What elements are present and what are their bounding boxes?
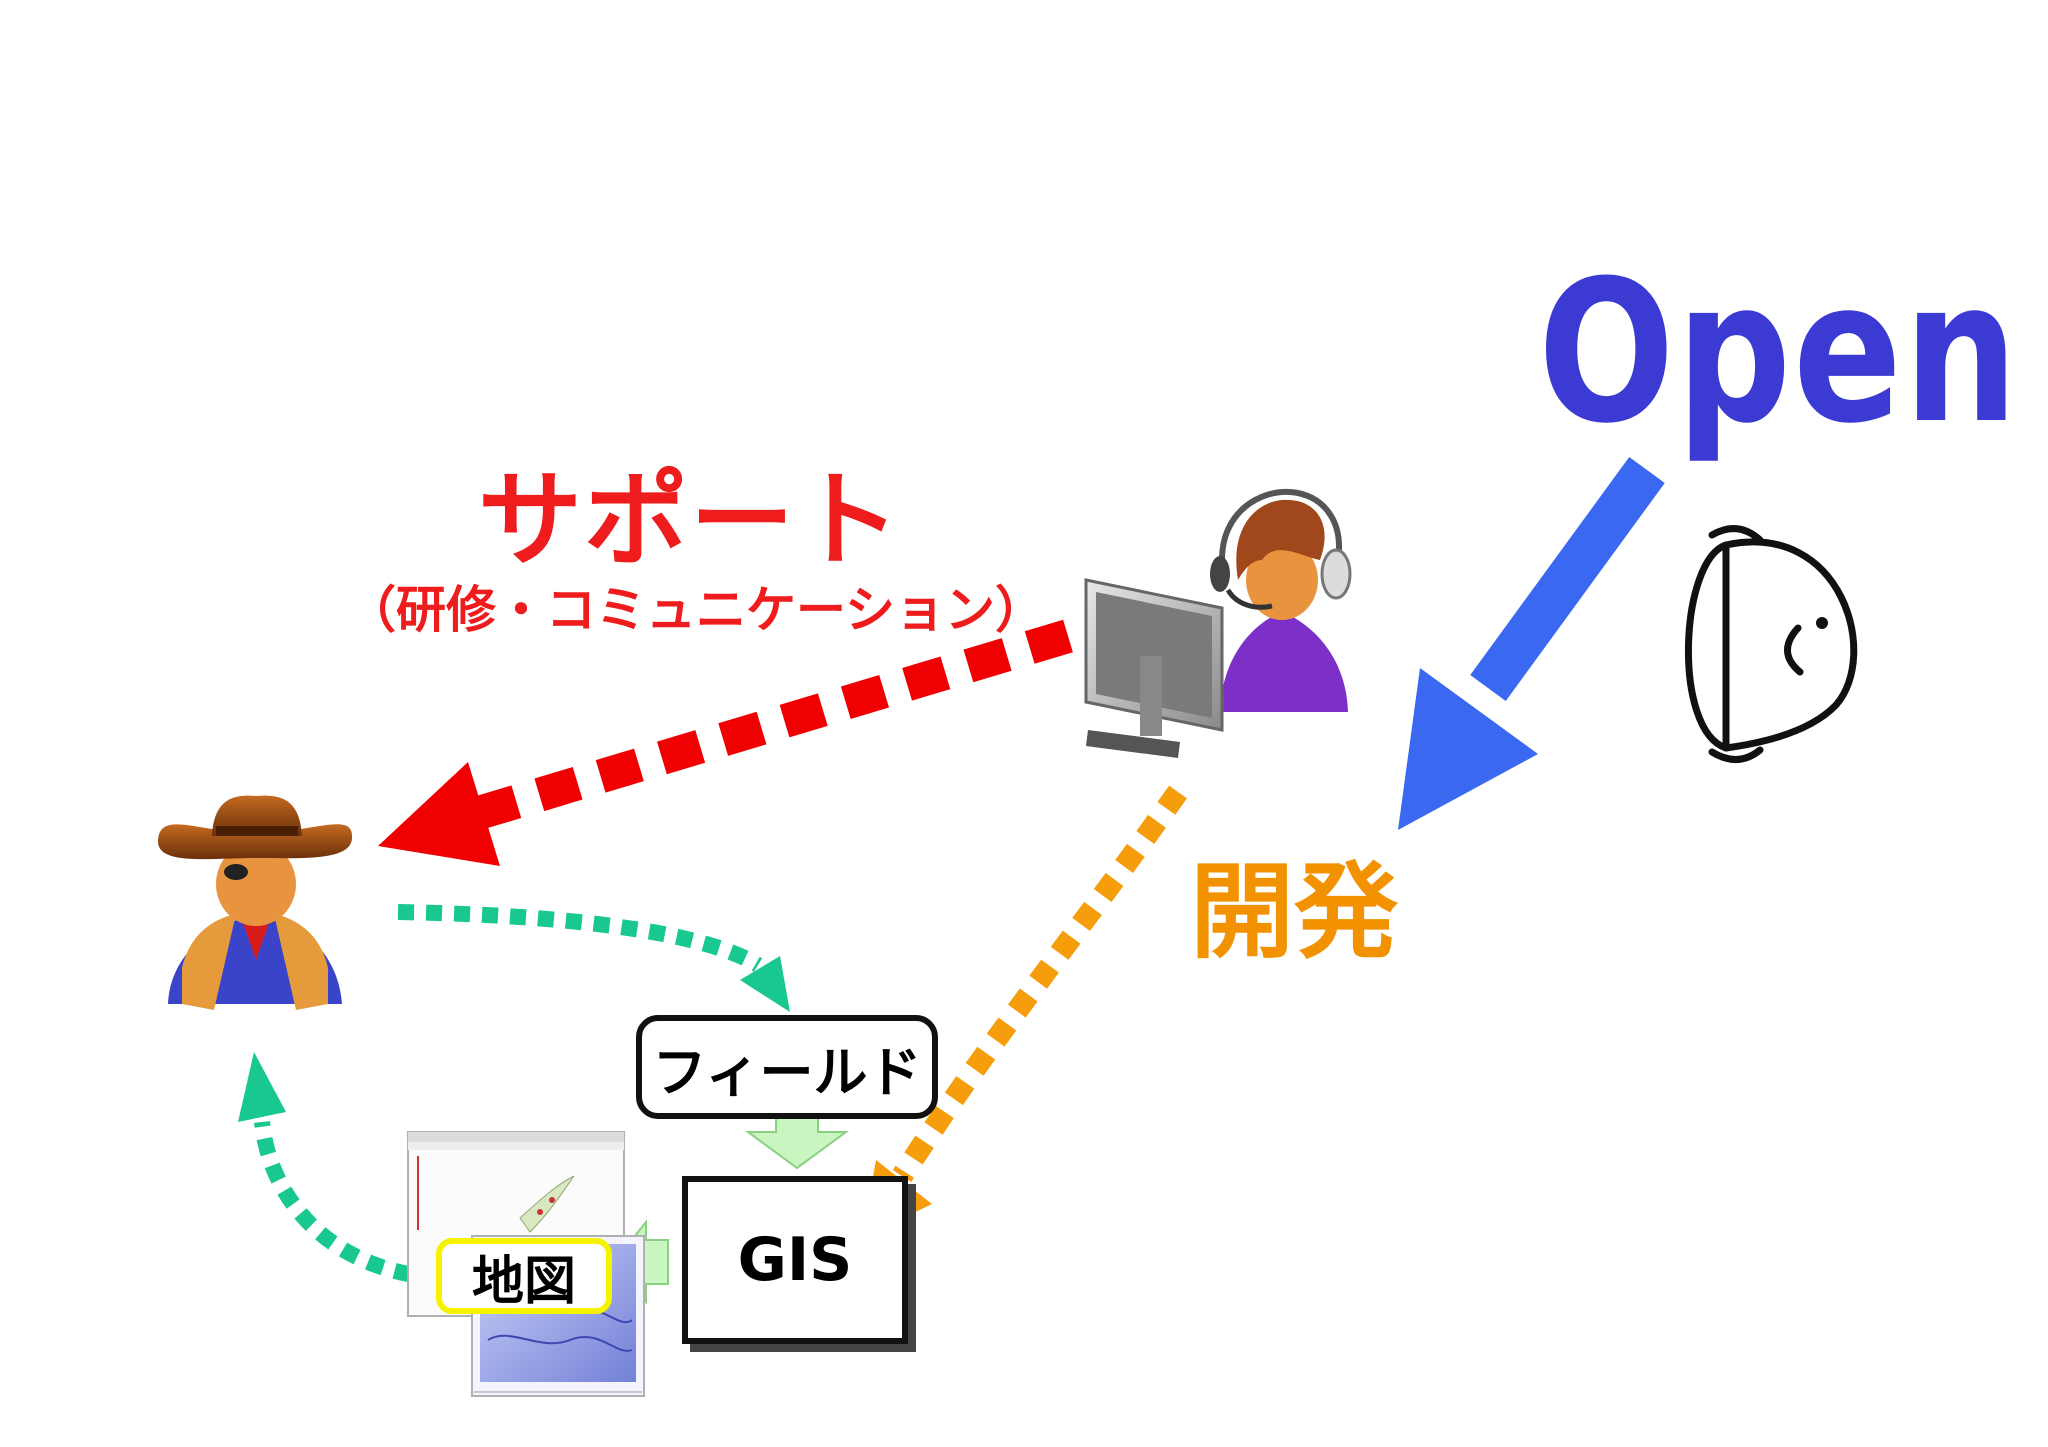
field-box: フィールド [636, 1015, 938, 1119]
support-agent-at-computer-icon [1084, 488, 1352, 758]
field-label: フィールド [652, 1040, 922, 1104]
smiling-face-icon [1684, 525, 1858, 763]
gis-label: GIS [737, 1225, 853, 1295]
cowboy-user-icon [157, 795, 353, 1010]
gis-box: GIS [682, 1176, 908, 1344]
open-title: Open [1538, 239, 2020, 467]
field-to-gis-arrow [744, 1111, 850, 1170]
support-title: サポート [478, 459, 903, 581]
user-to-field-arrow [397, 904, 790, 1012]
map-label: 地図 [471, 1251, 576, 1312]
open-arrow [1398, 457, 1665, 830]
map-to-user-arrow [238, 1052, 439, 1286]
support-detail: （研修・コミュニケーション） [346, 581, 1045, 639]
support-arrow [378, 619, 1073, 866]
map-label-box: 地図 [436, 1238, 612, 1314]
development-label: 開発 [1190, 851, 1399, 973]
